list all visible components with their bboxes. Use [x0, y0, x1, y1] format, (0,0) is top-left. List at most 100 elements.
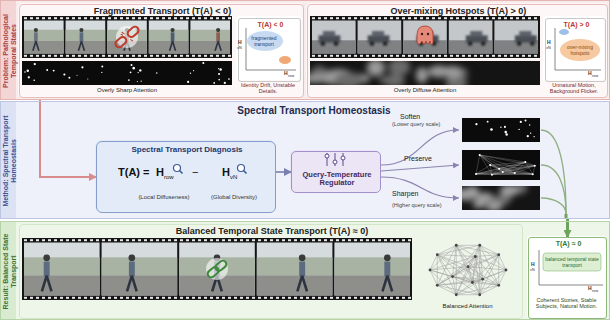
illustration-rect [126, 17, 129, 19]
illustration-rect [0, 0, 16, 100]
illustration-rect [60, 239, 63, 241]
illustration-circle [137, 72, 138, 73]
illustration-path [483, 279, 499, 285]
blob-label: fragmented transport [248, 36, 280, 47]
illustration-g [466, 31, 488, 46]
illustration-circle [481, 41, 486, 46]
formula-note: (Local Diffuseness) [124, 194, 204, 201]
illustration-rect [156, 55, 159, 57]
formula-subscript: vN [230, 174, 242, 181]
illustration-rect [210, 239, 213, 241]
illustration-rect [216, 239, 219, 241]
illustration-rect [24, 257, 100, 275]
illustration-rect [390, 239, 393, 241]
formula-part: H [222, 166, 231, 178]
problem-panel: Over-mixing Hotspots (T(A) > 0)T(A) > 0 [307, 4, 608, 98]
illustration-rect [190, 30, 230, 41]
illustration-circle [34, 28, 38, 32]
illustration-rect [198, 297, 201, 299]
illustration-rect [186, 239, 189, 241]
illustration-rect [516, 17, 519, 19]
illustration-rect [222, 297, 225, 299]
illustration-circle [132, 67, 135, 70]
illustration-rect [319, 35, 341, 42]
illustration-rect [114, 239, 117, 241]
illustration-path [456, 245, 468, 266]
illustration-circle [325, 154, 329, 158]
illustration-rect [186, 297, 189, 299]
illustration-circle [34, 63, 36, 65]
illustration-rect [257, 257, 333, 275]
illustration-path [456, 245, 479, 246]
illustration-rect [252, 297, 255, 299]
illustration-circle [530, 132, 531, 133]
illustration-rect [336, 297, 339, 299]
branch-note: (Higher query scale) [392, 202, 456, 208]
illustration-rect [24, 275, 100, 295]
illustration-rect [358, 21, 402, 54]
illustration-rect [192, 17, 195, 19]
illustration-rect [348, 297, 351, 299]
illustration-rect [396, 55, 399, 57]
illustration-circle [497, 284, 500, 287]
illustration-circle [218, 73, 220, 75]
illustration-rect [324, 297, 327, 299]
illustration-rect [102, 257, 178, 275]
illustration-rect [528, 55, 531, 57]
illustration-circle [429, 269, 432, 272]
illustration-rect [534, 55, 537, 57]
formula-note: (Global Diversity) [194, 194, 274, 201]
illustration-rect [396, 17, 399, 19]
illustration-rect [192, 55, 195, 57]
illustration-rect [384, 239, 387, 241]
illustration-rect [107, 21, 147, 54]
illustration-circle [520, 121, 522, 123]
illustration-rect [42, 239, 45, 241]
illustration-rect [78, 239, 81, 241]
illustration-circle [489, 164, 491, 166]
illustration-circle [77, 75, 78, 76]
illustration-rect [368, 35, 390, 42]
illustration-path [472, 245, 479, 282]
illustration-rect [162, 17, 165, 19]
illustration-circle [137, 81, 138, 82]
illustration-rect [372, 297, 375, 299]
illustration-rect [84, 17, 87, 19]
illustration-circle [202, 62, 204, 64]
illustration-circle [532, 173, 534, 175]
illustration-rect [342, 17, 345, 19]
illustration-rect [354, 297, 357, 299]
panel-title: Fragmented Transport (T(A) < 0) [20, 7, 305, 17]
illustration-circle [33, 79, 35, 81]
strip-caption: Overly Diffuse Attention [310, 87, 540, 94]
illustration-path [541, 198, 566, 214]
illustration-rect [306, 297, 309, 299]
melting-icon [417, 26, 433, 45]
illustration-rect [0, 221, 610, 320]
illustration-rect [444, 55, 447, 57]
illustration-rect [24, 30, 64, 41]
illustration-circle [141, 81, 142, 82]
axis-subscript: row [288, 74, 298, 78]
illustration-rect [0, 0, 610, 100]
box-title: Query-Temperature Regulator [295, 171, 379, 188]
illustration-rect [144, 17, 147, 19]
illustration-rect [516, 55, 519, 57]
illustration-ellipse [367, 61, 385, 76]
illustration-rect [66, 297, 69, 299]
illustration-circle [491, 174, 493, 176]
illustration-path [437, 255, 438, 286]
illustration-rect [474, 55, 477, 57]
flow-arrow [40, 100, 96, 177]
illustration-rect [498, 55, 501, 57]
illustration-rect [456, 17, 459, 19]
illustration-rect [96, 297, 99, 299]
illustration-rect [168, 239, 171, 241]
illustration-rect [534, 17, 537, 19]
illustration-rect [480, 17, 483, 19]
illustration-rect [78, 17, 81, 19]
illustration-rect [0, 101, 16, 219]
illustration-rect [48, 17, 51, 19]
illustration-rect [300, 297, 303, 299]
illustration-path [483, 255, 499, 279]
